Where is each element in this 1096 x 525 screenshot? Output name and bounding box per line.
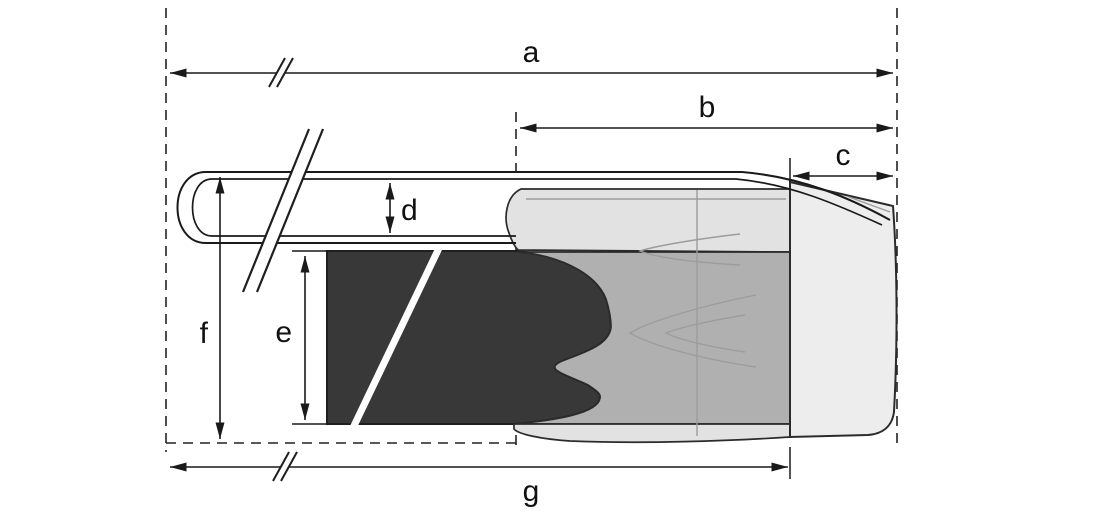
handle-break-slash-1 (241, 128, 311, 293)
dim-label-d: d (401, 194, 418, 227)
dark-block-break-slash (348, 244, 444, 432)
dim-g-break-slash-1 (272, 451, 290, 482)
dim-label-b: b (699, 91, 716, 124)
handle-break-gap (243, 129, 323, 292)
dim-g-break-slash-2 (280, 451, 298, 482)
handle-break-slash-2 (255, 128, 325, 293)
dim-a-break-slash-1 (268, 57, 286, 88)
sleeve-end-cap (789, 180, 898, 439)
dim-label-c: c (836, 139, 851, 172)
dim-a-break-gap (269, 58, 293, 87)
cap-top-detail-line (848, 196, 891, 213)
dim-label-f: f (200, 317, 209, 350)
handle-body-fill (177, 172, 522, 243)
sleeve-bottom-band (513, 423, 791, 444)
handle-outlines (176, 171, 891, 244)
handle-inner-outline (191, 178, 883, 237)
contour-chevron-inner (664, 314, 746, 353)
dim-g-break-gap (273, 452, 297, 481)
handle-break (241, 128, 325, 293)
handle-outer-outline (176, 171, 891, 244)
sleeve-mid-band (513, 251, 791, 425)
contour-chevron-large (628, 294, 757, 368)
dark-block-group (326, 244, 613, 432)
dimension-lines (170, 68, 893, 479)
dimension-labels: a b c d e f g (200, 36, 851, 508)
dim-label-a: a (523, 36, 540, 69)
dimension-break-symbols (268, 57, 298, 482)
dim-label-e: e (275, 316, 292, 349)
contour-lines (526, 190, 891, 436)
dim-a-break-slash-2 (276, 57, 294, 88)
contour-chevron-small (637, 233, 741, 266)
dim-label-g: g (523, 475, 540, 508)
